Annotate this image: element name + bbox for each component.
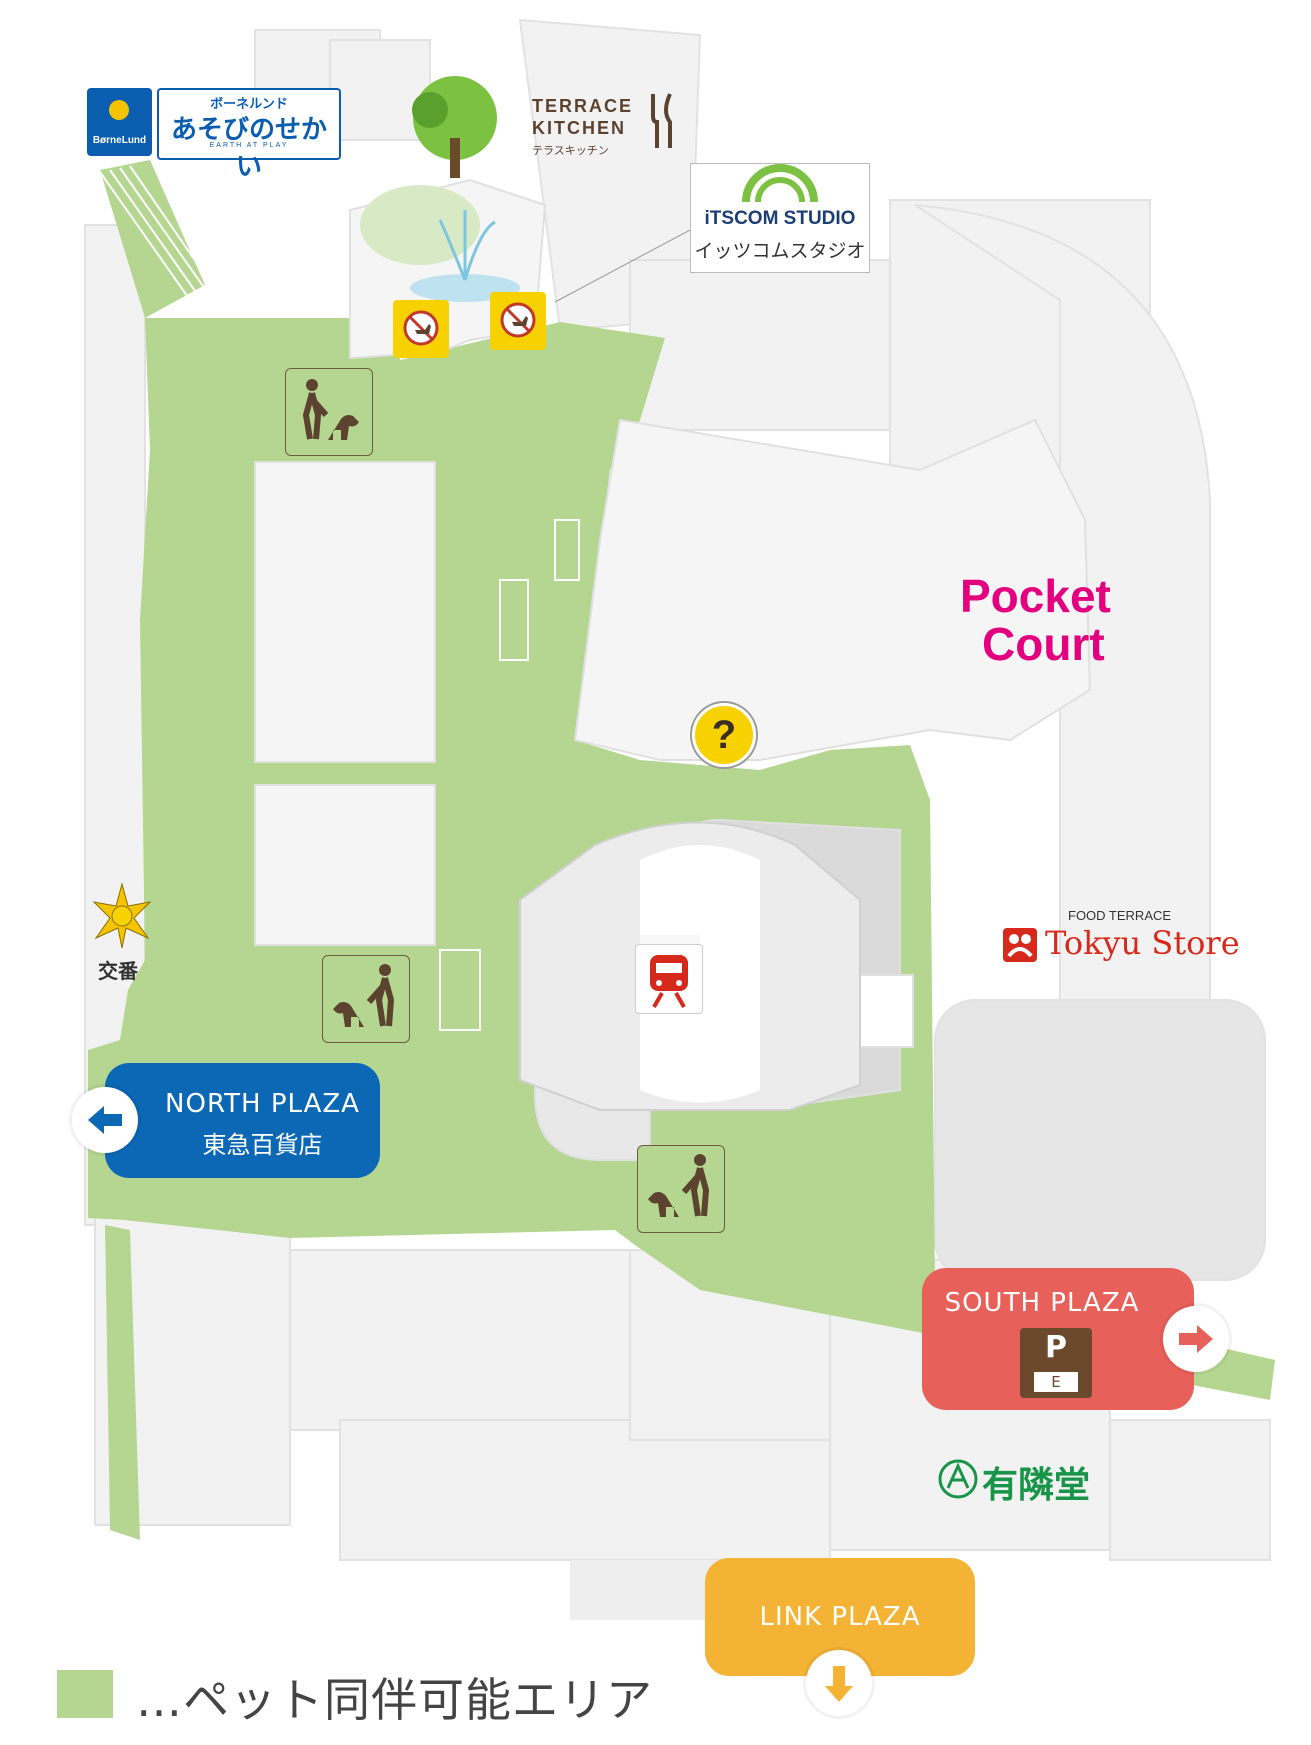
legend-swatch [57, 1670, 113, 1718]
fountain [360, 185, 520, 302]
no-pets-sign-icon [393, 300, 449, 358]
north-plaza-subtitle: 東急百貨店 [202, 1131, 323, 1159]
tree-icon [412, 76, 497, 178]
pocket-line2: Court [982, 618, 1105, 670]
cutlery-icon [651, 93, 672, 148]
information-icon[interactable]: ? [692, 703, 756, 767]
arrow-down-icon[interactable] [806, 1650, 872, 1716]
bornelund-logo: BørneLund [87, 88, 152, 156]
south-plaza-button[interactable]: SOUTH PLAZA P E [922, 1268, 1194, 1410]
parking-letter: P [1045, 1330, 1067, 1365]
tokyu-logo-icon [1003, 928, 1037, 962]
bornelund-name-box: ボーネルンド あそびのせかい EARTH AT PLAY [157, 88, 341, 182]
terrace-line1: TERRACE [532, 96, 634, 116]
parking-sub: E [1034, 1372, 1078, 1392]
dog-walker-icon [285, 368, 373, 456]
terrace-kitchen-logo: TERRACE KITCHEN テラスキッチン [400, 70, 680, 180]
itscom-pointer-line [555, 230, 691, 303]
pocket-line1: Pocket [960, 570, 1111, 622]
yurindo-label: 有隣堂 [982, 1465, 1091, 1506]
parking-icon: P E [1020, 1328, 1092, 1398]
terrace-line2: KITCHEN [532, 118, 626, 138]
itscom-line2: イッツコムスタジオ [694, 241, 866, 262]
no-pets-sign-icon [490, 292, 546, 350]
bornelund-title: あそびのせかい [170, 115, 327, 182]
arrow-left-icon[interactable] [72, 1087, 138, 1153]
koban-label: 交番 [98, 961, 138, 983]
tokyu-store-label: Tokyu Store [1045, 924, 1240, 962]
north-plaza-title: NORTH PLAZA [165, 1089, 360, 1119]
koban-icon [88, 882, 156, 950]
information-symbol: ? [711, 713, 737, 757]
bornelund-tagline: EARTH AT PLAY [209, 142, 289, 149]
legend-label: …ペット同伴可能エリア [136, 1673, 653, 1727]
dog-walker-icon [637, 1145, 725, 1233]
food-terrace-label: FOOD TERRACE [1068, 908, 1172, 923]
bornelund-badge: BørneLund [92, 135, 147, 146]
north-plaza-button[interactable]: NORTH PLAZA 東急百貨店 [105, 1063, 380, 1178]
pocket-court-label: Pocket Court [960, 572, 1160, 668]
south-plaza-title: SOUTH PLAZA [944, 1288, 1140, 1318]
train-station-icon[interactable] [635, 944, 703, 1014]
bornelund-kana: ボーネルンド [210, 96, 288, 111]
stairs [99, 165, 580, 1031]
arrow-right-icon[interactable] [1163, 1306, 1229, 1372]
terrace-kana: テラスキッチン [532, 145, 609, 157]
link-plaza-title: LINK PLAZA [759, 1602, 921, 1632]
rainbow-icon [742, 164, 818, 203]
itscom-studio-logo: iTSCOM STUDIO イッツコムスタジオ [690, 163, 870, 273]
itscom-line1: iTSCOM STUDIO [704, 208, 856, 229]
yurindo-logo-icon [938, 1458, 978, 1500]
dog-walker-icon [322, 955, 410, 1043]
